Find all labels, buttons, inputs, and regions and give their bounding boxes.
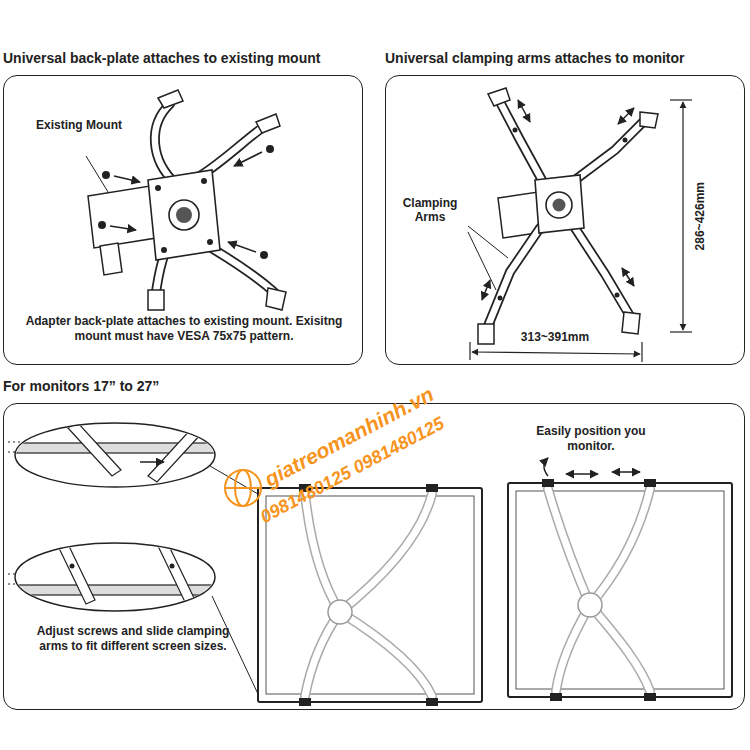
vesa-plate (535, 175, 584, 233)
monitor (508, 483, 732, 697)
existing-mount (100, 243, 122, 275)
screw (98, 145, 274, 259)
monitor-screen (266, 496, 474, 694)
hub (578, 593, 602, 617)
monitor-screen (516, 491, 724, 689)
part-label: Existing Mount (36, 118, 122, 132)
leader-line (86, 156, 108, 192)
detail-callout (15, 543, 215, 611)
panel-note: Adjust screws and slide clamping arms to… (28, 624, 238, 654)
clamp-hook (478, 88, 658, 344)
panel-heading: Universal clamping arms attaches to moni… (385, 50, 685, 68)
clamp-hook (542, 479, 656, 701)
hub (553, 199, 566, 212)
panel-note: Easily position you monitor. (516, 424, 666, 454)
leader-line (468, 226, 508, 290)
arm-fill (488, 102, 645, 326)
slide-arrow (482, 100, 634, 300)
arm-outline (305, 494, 432, 696)
clamp-hook (299, 484, 438, 706)
arm-outline (548, 489, 650, 691)
dimension-label: 286~426mm (693, 166, 707, 266)
slot-screw (498, 128, 628, 301)
watermark-logo (225, 470, 261, 506)
clamping-arms-illustration (468, 88, 692, 362)
position-arrow (566, 472, 640, 474)
dimension-label: 313~391mm (500, 330, 610, 344)
existing-mount (88, 186, 156, 248)
panel-note: Adapter back-plate attaches to existing … (16, 314, 352, 344)
hub (176, 207, 192, 223)
assembly-arrow (110, 152, 262, 252)
arm-fill (305, 494, 432, 696)
monitor (258, 488, 482, 702)
vesa-plate (148, 170, 220, 260)
leader-line (210, 466, 258, 694)
hub (546, 192, 572, 218)
hub (328, 600, 352, 624)
panel-heading: For monitors 17” to 27” (3, 378, 159, 396)
clamp-hook (148, 90, 286, 310)
vesa-hole (155, 178, 213, 253)
arm-outline (488, 102, 645, 326)
panel-heading: Universal back-plate attaches to existin… (3, 50, 320, 68)
detail-view (10, 422, 220, 482)
detail-view (10, 542, 220, 604)
dimension-line (470, 100, 692, 362)
detail-callout (15, 423, 215, 487)
part-label: Clamping Arms (394, 196, 466, 225)
arm-fill (548, 489, 650, 691)
hub (169, 200, 199, 230)
position-arrow (544, 458, 548, 476)
